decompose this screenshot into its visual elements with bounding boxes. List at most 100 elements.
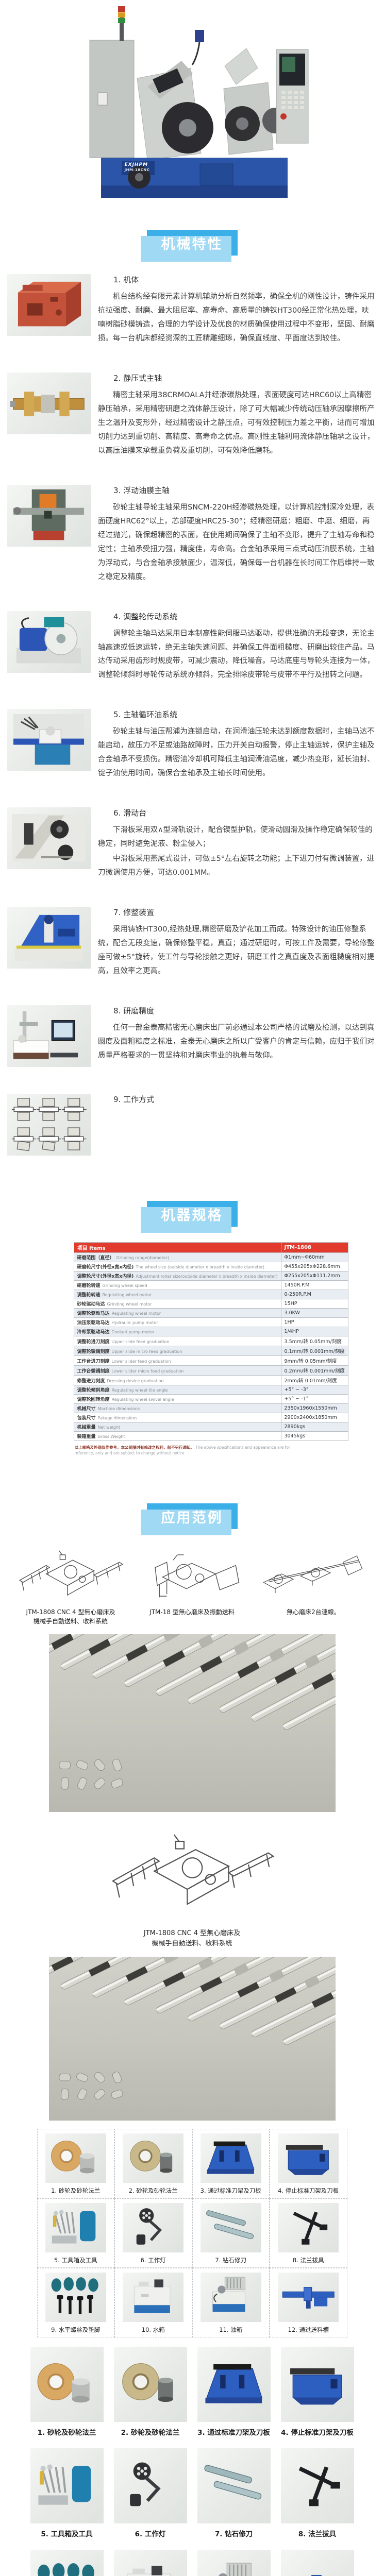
accessory-label: 7. 钻石修刀 [215,2257,247,2264]
spec-name-cn: 调整轮进刀刻度 [77,1339,110,1345]
feature-text: 7. 修整装置 采用铸铁HT300,经热处理,精密研磨及铲花加工而成。特殊设计的… [98,907,375,978]
accessory-photo [113,2550,187,2576]
brand-text: EXJHPM [124,162,148,167]
accessory-label: 4. 停止标准刀架及刀板 [278,2187,339,2195]
feature-title: 1. 机体 [113,275,139,284]
spec-value: 2890kgs [280,1422,348,1432]
accessory-cell: 5. 工具箱及工具 [27,2448,107,2538]
spec-name-cn: 机械尺寸 [77,1406,96,1412]
spec-name-cn: 装箱重量 [77,1434,96,1440]
spec-name-cn: 研磨范围（直径） [77,1256,114,1261]
feature-paragraph: 下滑板采用双∧型滑轨设计，配合锲型护轨，使滑动圆滑及操作稳定确保较佳的稳定，同时… [98,826,373,849]
spec-value: 2mm/转 0.01mm/刻度 [280,1375,348,1386]
spec-value: 1/4HP [280,1327,348,1337]
spec-value: 1HP [280,1317,348,1328]
accessory-cell: 11. 油箱 [194,2550,274,2576]
accessory-photo [197,2448,271,2524]
feature-title: 3. 浮动油膜主轴 [113,485,170,495]
accessory-label: 5. 工具箱及工具 [54,2257,97,2264]
accessory-label: 7. 钻石修刀 [214,2530,253,2539]
accessory-photo [280,2550,354,2576]
feature-photo [7,807,94,880]
spec-value: 0.1mm/转 0.001mm/刻度 [280,1346,348,1357]
spec-row: 研磨范围（直径）Grinding range(diameter) Φ1mm~Φ6… [73,1252,348,1263]
application-sketch: 無心磨床2台連線。 [257,1545,370,1626]
accessory-cell: 7. 钻石修刀 [192,2198,270,2268]
spec-name-cn: 调整轮倾斜角度 [77,1388,110,1394]
accessory-label: 6. 工作灯 [140,2257,166,2264]
specs-table: 项目 Items JTM-1808 研磨范围（直径）Grinding range… [73,1242,348,1442]
banner-text: 应用范例 [161,1510,223,1526]
feature-title: 5. 主轴循环油系统 [113,710,178,720]
line-drawing [136,1545,248,1605]
spec-name-cn: 机械重量 [77,1425,96,1431]
spec-name-cn: 研磨轮转速 [77,1283,101,1289]
accessory-label: 8. 法兰拔具 [298,2530,337,2539]
accessory-label: 3. 通过标准刀架及刀板 [200,2187,261,2195]
footnote-en: The above specifications and appearance … [74,1445,290,1455]
banner-text: 机械特性 [161,236,223,252]
standard-accessories-grid: 1. 砂轮及砂轮法兰 2. 砂轮及砂轮法兰 3. 通过标准刀架及刀板 4. 停止… [37,2129,347,2338]
spec-value: 15HP [280,1299,348,1309]
accessory-cell: 3. 通过标准刀架及刀板 [192,2129,270,2199]
spec-name-en: Upper slide micro feed graduation [111,1349,182,1354]
specs-section: 项目 Items JTM-1808 研磨范围（直径）Grinding range… [73,1242,348,1456]
spec-name-en: Net weight [97,1425,121,1430]
spec-name-en: Pakage dimensions [97,1416,138,1421]
spec-name-en: Dressing device graduation [107,1378,164,1383]
workpieces-photo-2 [48,1957,336,2121]
feature-photo [7,709,94,781]
spec-row: 调整轮尺寸(外径x宽x内径)Adjustment roller size(out… [73,1271,348,1281]
accessory-photo [197,2347,271,2422]
feature-row: 9. 工作方式 [0,1094,384,1156]
big-line-drawing: JTM-1808 CNC 4 型無心磨床及 機械手自動送料、收料系統 [105,1819,280,1948]
spec-name-cn: 冷却泵驱动马达 [77,1330,110,1335]
spec-name-en: Lower slider feed graduation [111,1359,171,1364]
banner-machine-specs: 机器规格 [140,1201,238,1233]
accessory-photo [278,2273,339,2323]
spec-name-cn: 调整轮尺寸(外径x宽x内径) [77,1274,134,1280]
accessory-photo [200,2133,261,2183]
machine-model-label: EXJHPM JHM-18CNC [125,162,150,172]
accessory-photo [113,2347,187,2422]
accessory-cell: 6. 工作灯 [111,2448,190,2538]
accessory-photo [45,2133,106,2183]
spec-name-cn: 调整轮微调刻度 [77,1349,110,1354]
feature-row: 6. 滑动台 下滑板采用双∧型滑轨设计，配合锲型护轨，使滑动圆滑及操作稳定确保较… [0,807,384,880]
spec-name-en: Coolant pump motor [111,1330,155,1335]
accessory-label: 6. 工作灯 [135,2530,166,2539]
spec-value: Φ255x205xΦ111.2mm [280,1271,348,1281]
feature-row: 4. 调整轮传动系统 调整轮主轴马达采用日本制高性能伺服马达驱动，提供准确的无段… [0,611,384,683]
feature-row: 1. 机体 机台结构经有限元素计算机辅助分析自然频率，确保全机的刚性设计，铸件采… [0,274,384,346]
workpieces-photo-1 [48,1634,336,1812]
feature-text: 8. 研磨精度 任何一部金泰高精密无心磨床出厂前必通过本公司严格的试磨及检测，以… [98,1005,375,1067]
accessory-cell: 1. 砂轮及砂轮法兰 [37,2129,114,2199]
spec-name-cn: 修整进刀刻度 [77,1378,105,1384]
accessory-cell: 6. 工作灯 [114,2198,192,2268]
feature-paragraph: 调整轮主轴马达采用日本制高性能伺服马达驱动，提供准确的无段变速，无论主轴高速或低… [98,629,375,680]
accessory-cell: 2. 砂轮及砂轮法兰 [111,2347,190,2437]
accessory-cell: 9. 水平螺丝及垫脚 [37,2268,114,2338]
spec-name-cn: 工作台进刀刻度 [77,1359,110,1364]
accessory-photo [45,2273,106,2323]
accessory-cell: 2. 砂轮及砂轮法兰 [114,2129,192,2199]
spec-name-cn: 油压泵驱动马达 [77,1320,110,1326]
specs-header-row: 项目 Items JTM-1808 [73,1242,348,1253]
feature-photo [7,484,94,584]
accessory-cell: 4. 停止标准刀架及刀板 [270,2129,347,2199]
spec-name-en: Lower slider micro feed graduation [111,1368,184,1374]
accessory-cell: 3. 通过标准刀架及刀板 [194,2347,274,2437]
accessory-photo [200,2273,261,2323]
accessory-cell: 9. 水平螺丝及垫脚 [27,2550,107,2576]
spec-name-cn: 调整轮回转角度 [77,1397,110,1403]
spec-name-en: Regulating wheel swivel angle [111,1397,174,1402]
